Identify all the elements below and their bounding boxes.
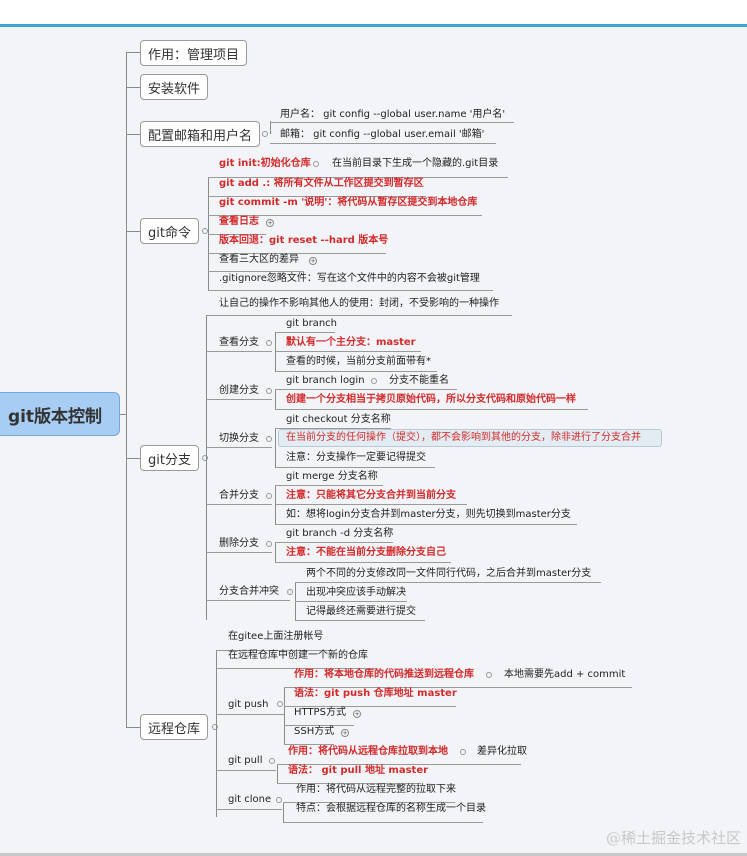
top-bar (0, 0, 747, 24)
node-install[interactable]: 安装软件 (140, 74, 209, 100)
expand-icon[interactable]: + (309, 257, 317, 265)
node-label: git命令 (148, 225, 191, 241)
node-remote[interactable]: 远程仓库 (140, 714, 209, 740)
group-git-push[interactable]: git push (228, 699, 269, 710)
branch-item[interactable]: 如：想将login分支合并到master分支，则先切换到master分支 (286, 509, 571, 520)
branch-item[interactable]: 创建一个分支相当于拷贝原始代码，所以分支代码和原始代码一样 (286, 394, 576, 405)
collapse-icon[interactable] (266, 493, 272, 499)
branch-item[interactable]: git branch login (286, 375, 365, 386)
collapse-icon[interactable] (269, 758, 275, 764)
node-purpose[interactable]: 作用：管理项目 (140, 40, 248, 66)
cmd-reset[interactable]: 版本回退：git reset --hard 版本号 (219, 235, 389, 246)
branch-item[interactable]: 查看的时候，当前分支前面带有* (286, 356, 431, 367)
branch-item[interactable]: 注意：分支操作一定要记得提交 (286, 452, 426, 463)
pull-item-note[interactable]: 差异化拉取 (477, 746, 527, 757)
collapse-icon[interactable] (266, 340, 272, 346)
collapse-icon[interactable] (266, 388, 272, 394)
branch-item-selected[interactable]: 在当前分支的任何操作（提交），都不会影响到其他的分支，除非进行了分支合并 (286, 432, 641, 443)
push-item-ssh[interactable]: SSH方式 (294, 726, 335, 737)
branch-item-note[interactable]: 分支不能重名 (389, 375, 449, 386)
cmd-git-commit[interactable]: git commit -m '说明'：将代码从暂存区提交到本地仓库 (219, 197, 478, 208)
cmd-git-init[interactable]: git init:初始化仓库 (219, 158, 311, 169)
accent-line (0, 24, 747, 27)
clone-item[interactable]: 特点：会根据远程仓库的名称生成一个目录 (296, 803, 486, 814)
node-git-branch[interactable]: git分支 (140, 445, 199, 471)
node-label: 远程仓库 (148, 721, 201, 737)
pull-item[interactable]: 语法： git pull 地址 master (288, 765, 429, 776)
node-label: git分支 (148, 452, 191, 468)
branch-item[interactable]: 注意：只能将其它分支合并到当前分支 (286, 490, 456, 501)
collapse-icon[interactable] (202, 228, 208, 234)
group-create-branch[interactable]: 创建分支 (219, 385, 259, 396)
collapse-icon[interactable] (371, 378, 377, 384)
collapse-icon[interactable] (266, 541, 272, 547)
expand-icon[interactable]: + (341, 729, 349, 737)
config-username[interactable]: 用户名： git config --global user.name '用户名' (280, 109, 506, 120)
node-config[interactable]: 配置邮箱和用户名 (140, 121, 261, 147)
collapse-icon[interactable] (313, 161, 319, 167)
root-node[interactable]: git版本控制 (0, 392, 120, 436)
mindmap-canvas: git版本控制 作用：管理项目 安装软件 配置邮箱和用户名 git命令 git分… (0, 27, 747, 853)
group-view-branch[interactable]: 查看分支 (219, 337, 259, 348)
collapse-icon[interactable] (486, 672, 492, 678)
selected-row-highlight (278, 429, 662, 447)
branch-item[interactable]: git checkout 分支名称 (286, 414, 391, 425)
branch-item[interactable]: git branch -d 分支名称 (286, 528, 394, 539)
branch-item[interactable]: git merge 分支名称 (286, 471, 378, 482)
collapse-icon[interactable] (266, 436, 272, 442)
config-email[interactable]: 邮箱： git config --global user.email '邮箱' (280, 129, 485, 140)
collapse-icon[interactable] (287, 589, 293, 595)
branch-intro[interactable]: 让自己的操作不影响其他人的使用：封闭，不受影响的一种操作 (219, 298, 499, 309)
node-label: 作用：管理项目 (148, 47, 240, 63)
push-item-note[interactable]: 本地需要先add + commit (504, 669, 626, 680)
push-item[interactable]: 作用：将本地仓库的代码推送到远程仓库 (294, 669, 474, 680)
node-git-commands[interactable]: git命令 (140, 218, 199, 244)
expand-icon[interactable]: + (353, 710, 361, 718)
cmd-gitignore[interactable]: .gitignore忽略文件：写在这个文件中的内容不会被git管理 (219, 273, 480, 284)
branch-item[interactable]: 记得最终还需要进行提交 (306, 606, 416, 617)
collapse-icon[interactable] (460, 749, 466, 755)
push-item-https[interactable]: HTTPS方式 (294, 707, 346, 718)
cmd-view-log[interactable]: 查看日志 (219, 216, 259, 227)
root-label: git版本控制 (7, 406, 103, 427)
clone-item[interactable]: 作用：将代码从远程完整的拉取下来 (296, 784, 456, 795)
group-git-clone[interactable]: git clone (228, 794, 272, 805)
branch-item[interactable]: 默认有一个主分支：master (286, 337, 416, 348)
cmd-diff[interactable]: 查看三大区的差异 (219, 254, 299, 265)
branch-item[interactable]: 两个不同的分支修改同一文件同行代码，之后合并到master分支 (306, 568, 592, 579)
expand-icon[interactable]: + (266, 219, 274, 227)
cmd-git-add[interactable]: git add .: 将所有文件从工作区提交到暂存区 (219, 178, 424, 189)
remote-item-register[interactable]: 在gitee上面注册帐号 (228, 631, 324, 642)
group-delete-branch[interactable]: 删除分支 (219, 538, 259, 549)
group-merge-conflict[interactable]: 分支合并冲突 (219, 586, 279, 597)
remote-item-create[interactable]: 在远程仓库中创建一个新的仓库 (228, 650, 368, 661)
collapse-icon[interactable] (262, 131, 268, 137)
collapse-icon[interactable] (276, 797, 282, 803)
collapse-icon[interactable] (212, 724, 218, 730)
pull-item[interactable]: 作用：将代码从远程仓库拉取到本地 (288, 746, 448, 757)
branch-item[interactable]: git branch (286, 318, 337, 329)
push-item[interactable]: 语法：git push 仓库地址 master (294, 688, 457, 699)
branch-item[interactable]: 出现冲突应该手动解决 (306, 587, 406, 598)
group-merge-branch[interactable]: 合并分支 (219, 490, 259, 501)
node-label: 配置邮箱和用户名 (148, 128, 253, 144)
node-label: 安装软件 (148, 81, 201, 97)
cmd-git-init-note[interactable]: 在当前目录下生成一个隐藏的.git目录 (332, 158, 499, 169)
branch-item[interactable]: 注意：不能在当前分支删除分支自己 (286, 547, 446, 558)
watermark: @稀土掘金技术社区 (605, 829, 741, 847)
collapse-icon[interactable] (202, 455, 208, 461)
group-switch-branch[interactable]: 切换分支 (219, 433, 259, 444)
bottom-border (0, 853, 747, 856)
group-git-pull[interactable]: git pull (228, 755, 263, 766)
collapse-icon[interactable] (277, 701, 283, 707)
